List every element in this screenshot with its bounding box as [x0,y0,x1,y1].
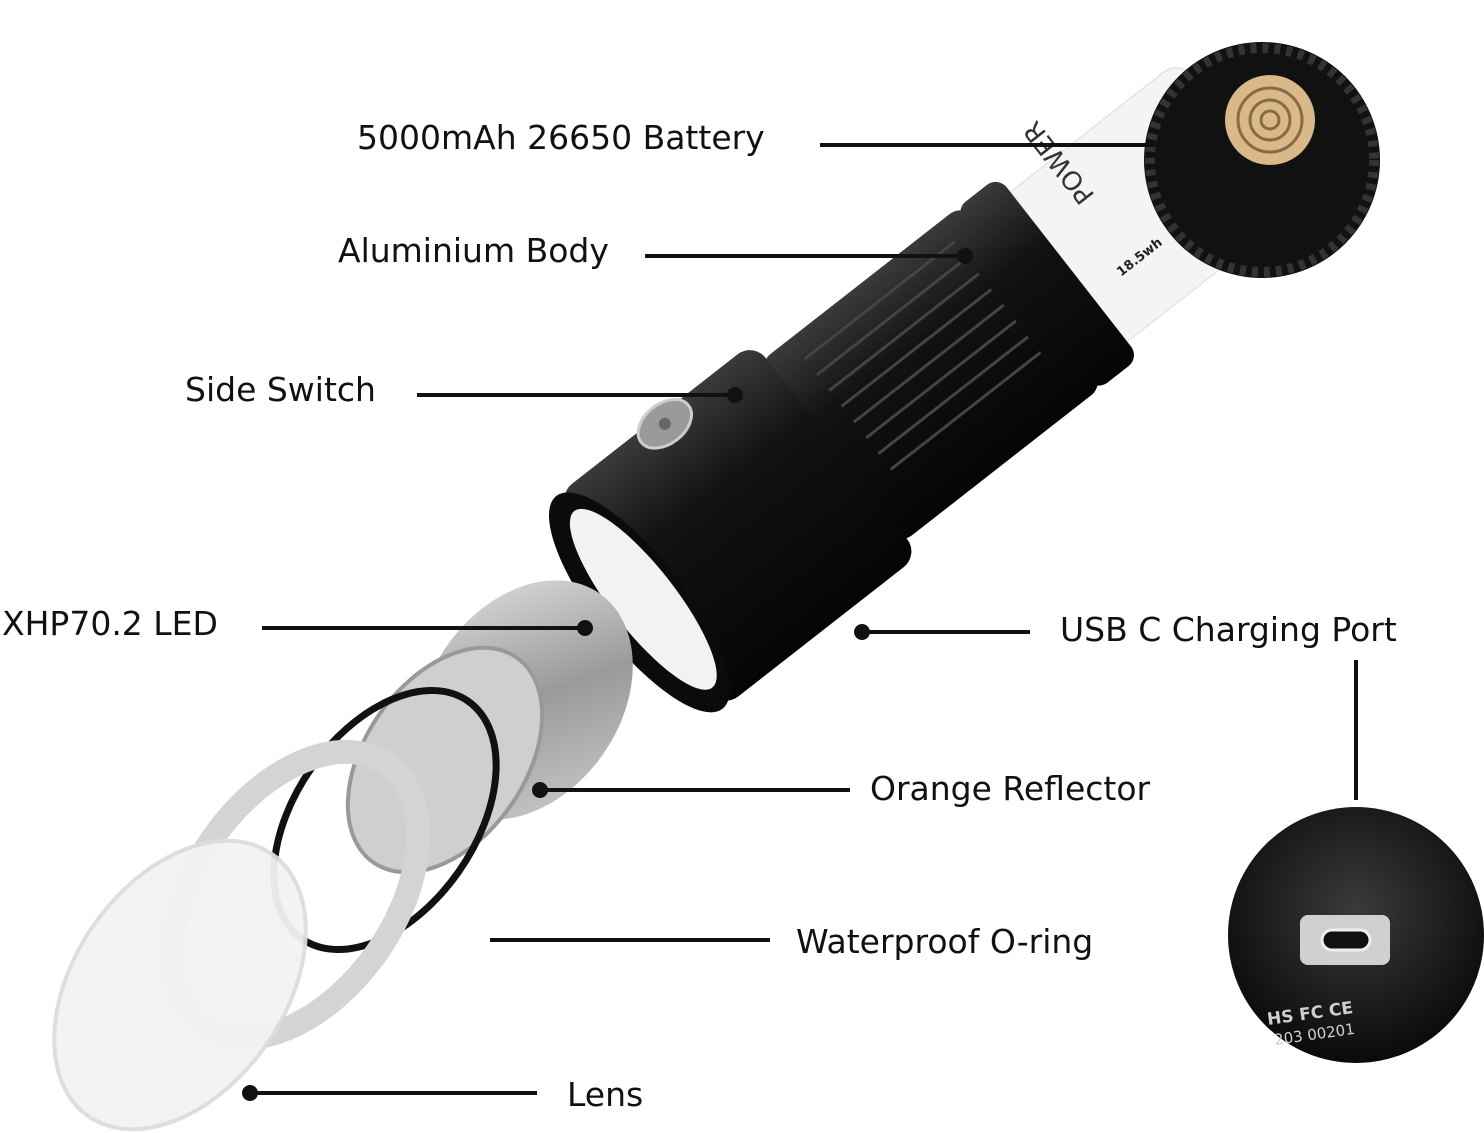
aluminium-body [764,210,1098,539]
label-battery: 5000mAh 26650 Battery [357,118,765,157]
label-o-ring: Waterproof O-ring [796,922,1094,961]
reflector [345,645,545,875]
label-aluminium-body: Aluminium Body [338,231,609,270]
label-reflector: Orange Reflector [870,769,1151,808]
leader-lines [242,137,1358,1101]
tail-cap [1144,42,1380,278]
label-side-switch: Side Switch [185,370,376,409]
tail-threads [960,181,1134,386]
label-usb-c-port: USB C Charging Port [1060,610,1397,649]
led-board [569,508,717,690]
label-led: XHP70.2 LED [2,604,218,643]
lens [52,838,308,1132]
label-lens: Lens [567,1075,644,1114]
usb-c-inset: HS FC CE 203 00201 [1228,807,1484,1063]
flashlight-assembly: POWER 18.5wh [548,67,1290,713]
